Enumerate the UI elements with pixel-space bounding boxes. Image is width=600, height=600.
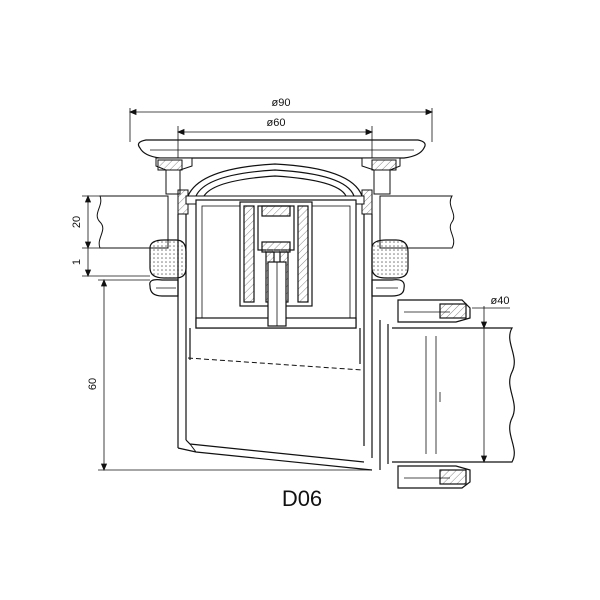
cover-plate — [137, 139, 426, 159]
dim-outlet-diameter — [472, 306, 510, 464]
dim-thickness-label: 20 — [71, 216, 83, 228]
housing-body — [177, 214, 373, 471]
flange-left — [155, 157, 193, 195]
dim-inner-diameter — [176, 126, 374, 158]
locknut-right — [371, 279, 405, 297]
dim-height — [98, 278, 372, 472]
floor-slab-right — [379, 195, 455, 249]
dim-height-label: 60 — [87, 378, 99, 390]
dim-outer-diameter — [128, 108, 434, 142]
dim-outer-diameter-label: ø90 — [272, 97, 291, 109]
dim-inner-diameter-label: ø60 — [267, 117, 286, 129]
dim-thickness — [82, 194, 168, 250]
dim-gap — [82, 248, 150, 278]
outlet-pipe — [379, 320, 515, 470]
center-stem — [239, 201, 313, 327]
locknut-left — [149, 279, 179, 297]
flange-right — [361, 157, 401, 195]
dim-outlet-diameter-label: ø40 — [491, 295, 510, 307]
drawing-title: D06 — [282, 486, 322, 511]
outlet-nut-bottom — [397, 465, 471, 489]
outlet-nut-top — [397, 299, 471, 323]
seal-left — [149, 239, 187, 279]
seal-right — [371, 239, 409, 279]
dim-gap-label: 1 — [71, 259, 83, 265]
dome-strainer — [187, 163, 363, 197]
